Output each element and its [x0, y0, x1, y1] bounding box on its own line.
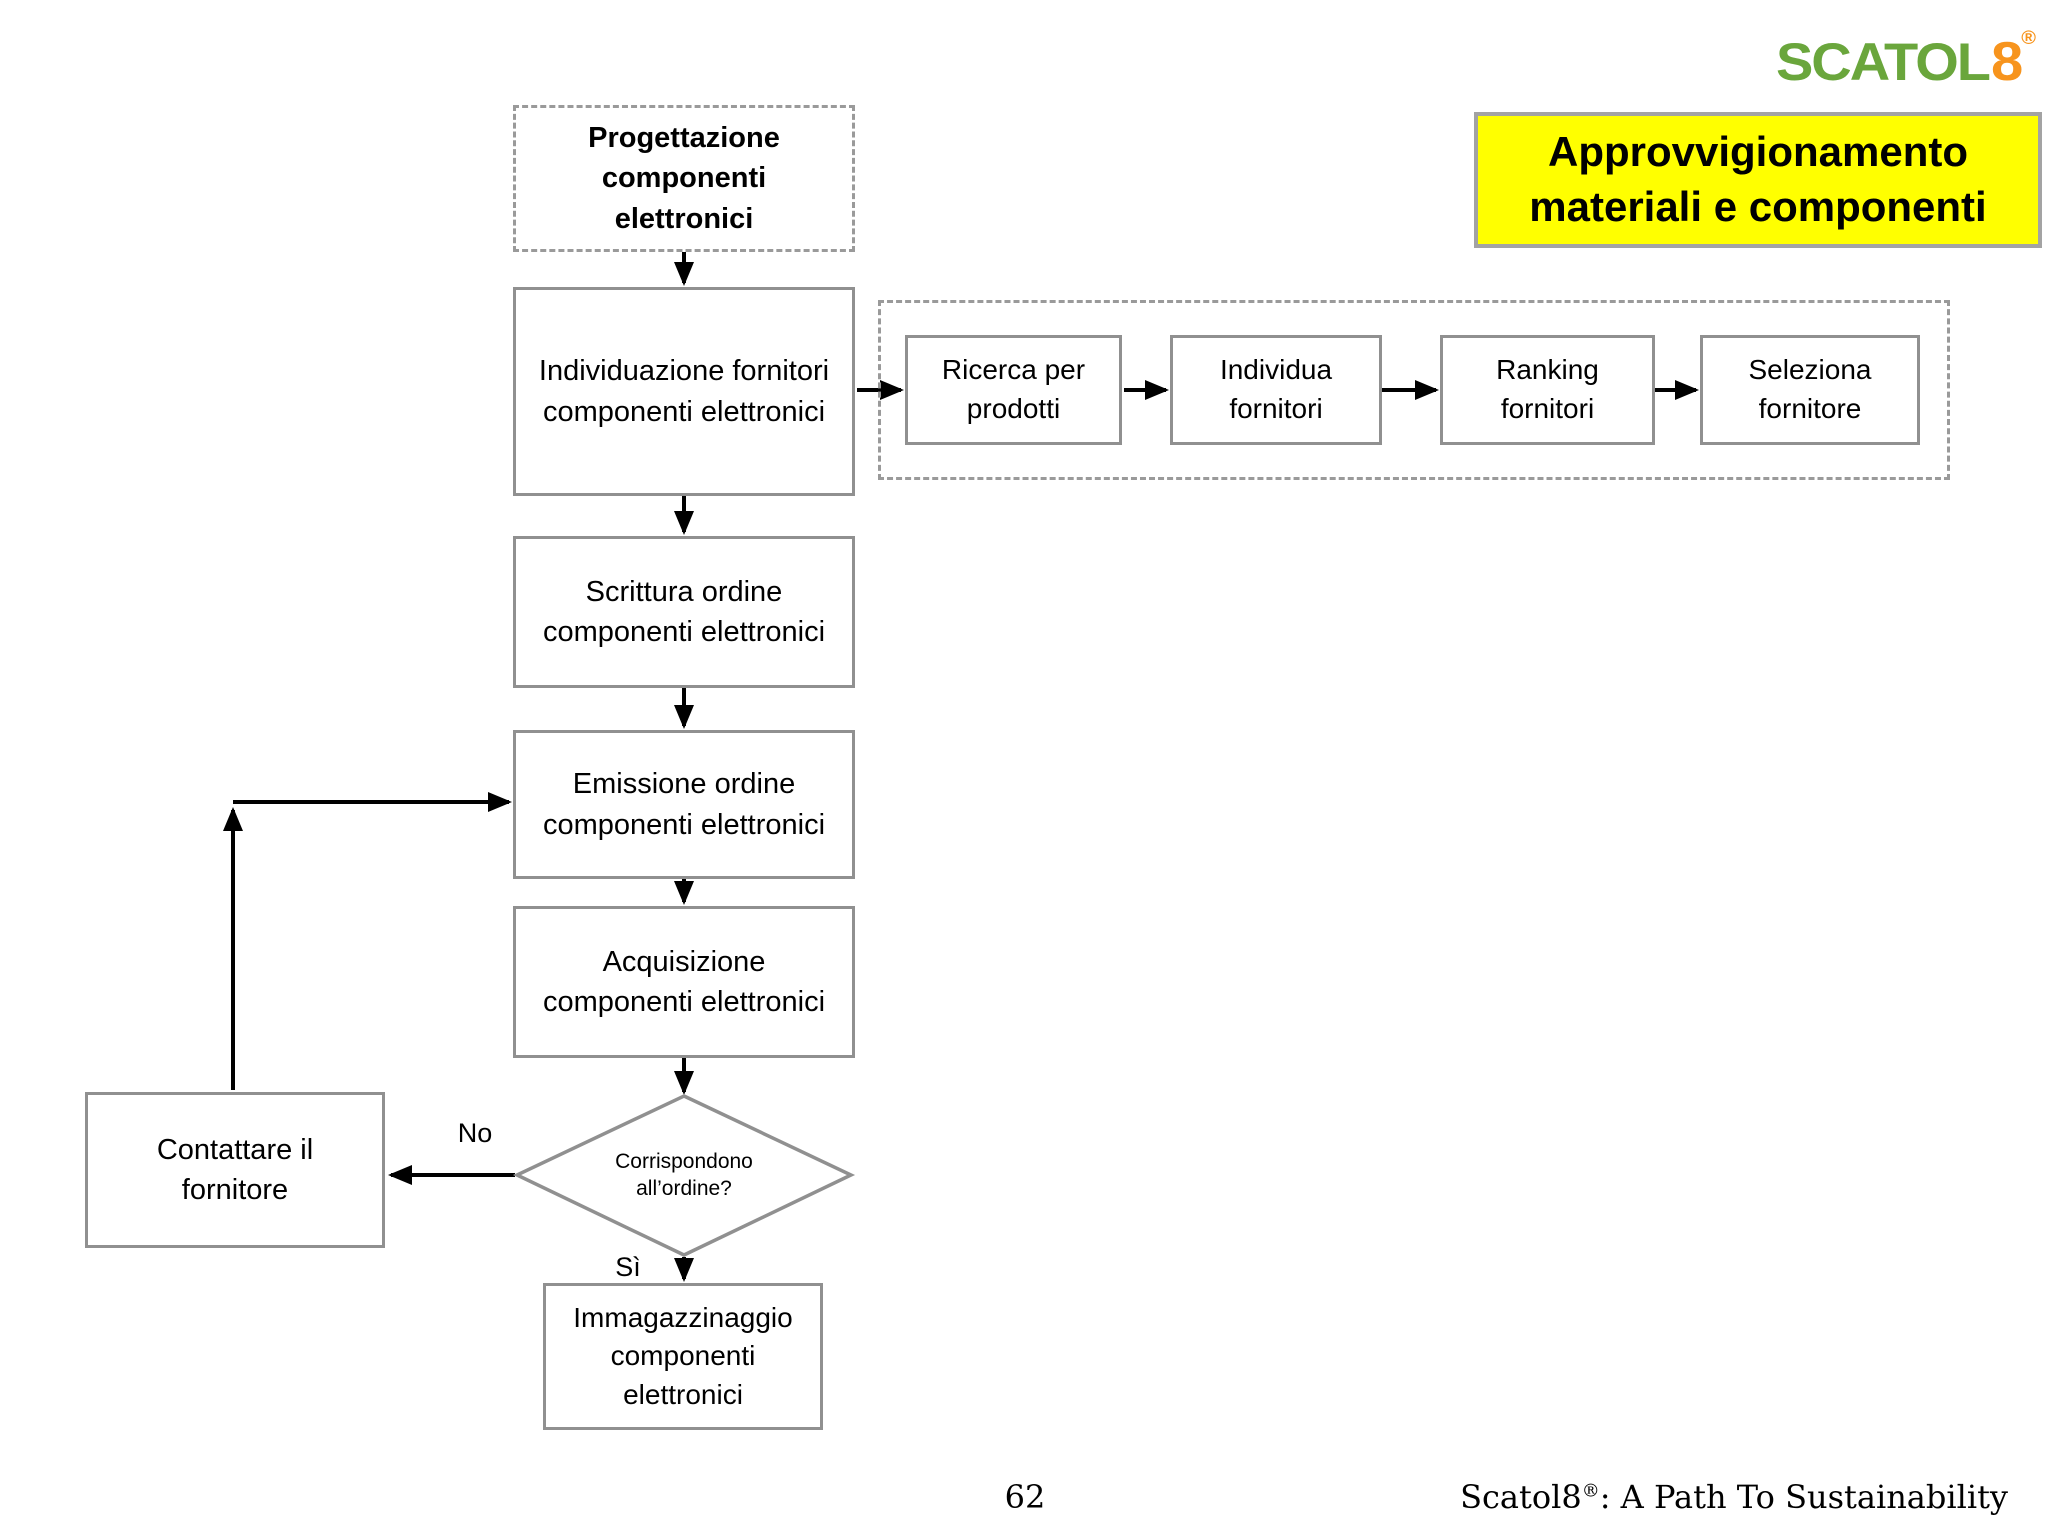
- footer-brand-name: Scatol8: [1460, 1478, 1582, 1516]
- node-individua-fornitori: Individua fornitori: [1170, 335, 1382, 445]
- supplier-selection-subprocess-group: [878, 300, 1950, 480]
- footer-registered-icon: ®: [1581, 1480, 1600, 1502]
- scatol8-logo: SCATOL8®: [1736, 28, 2036, 94]
- logo-text-8: 8: [1990, 30, 2023, 93]
- node-ranking-fornitori: Ranking fornitori: [1440, 335, 1655, 445]
- decision-diamond-shape: [512, 1094, 856, 1257]
- node-ricerca-per-prodotti: Ricerca per prodotti: [905, 335, 1122, 445]
- logo-registered-icon: ®: [2021, 27, 2036, 49]
- node-acquisizione: Acquisizione componenti elettronici: [513, 906, 855, 1058]
- slide-title: Approvvigionamento materiali e component…: [1474, 112, 2042, 248]
- logo-text-scatol: SCATOL: [1775, 31, 1991, 92]
- node-emissione-ordine: Emissione ordine componenti elettronici: [513, 730, 855, 879]
- node-immagazzinaggio: Immagazzinaggio componenti elettronici: [543, 1283, 823, 1430]
- node-seleziona-fornitore: Seleziona fornitore: [1700, 335, 1920, 445]
- node-individuazione-fornitori: Individuazione fornitori componenti elet…: [513, 287, 855, 496]
- edge-label-si: Sì: [615, 1252, 641, 1282]
- node-scrittura-ordine: Scrittura ordine componenti elettronici: [513, 536, 855, 688]
- node-decisione-corrispondono: Corrispondono all’ordine?: [615, 1149, 753, 1200]
- node-contattare-fornitore: Contattare il fornitore: [85, 1092, 385, 1248]
- node-progettazione: Progettazione componenti elettronici: [513, 105, 855, 252]
- edge-label-no: No: [457, 1118, 493, 1148]
- footer-tagline-text: : A Path To Sustainability: [1599, 1478, 2008, 1516]
- page-number: 62: [1004, 1478, 1046, 1516]
- footer-tagline: Scatol8®: A Path To Sustainability: [1460, 1478, 2008, 1516]
